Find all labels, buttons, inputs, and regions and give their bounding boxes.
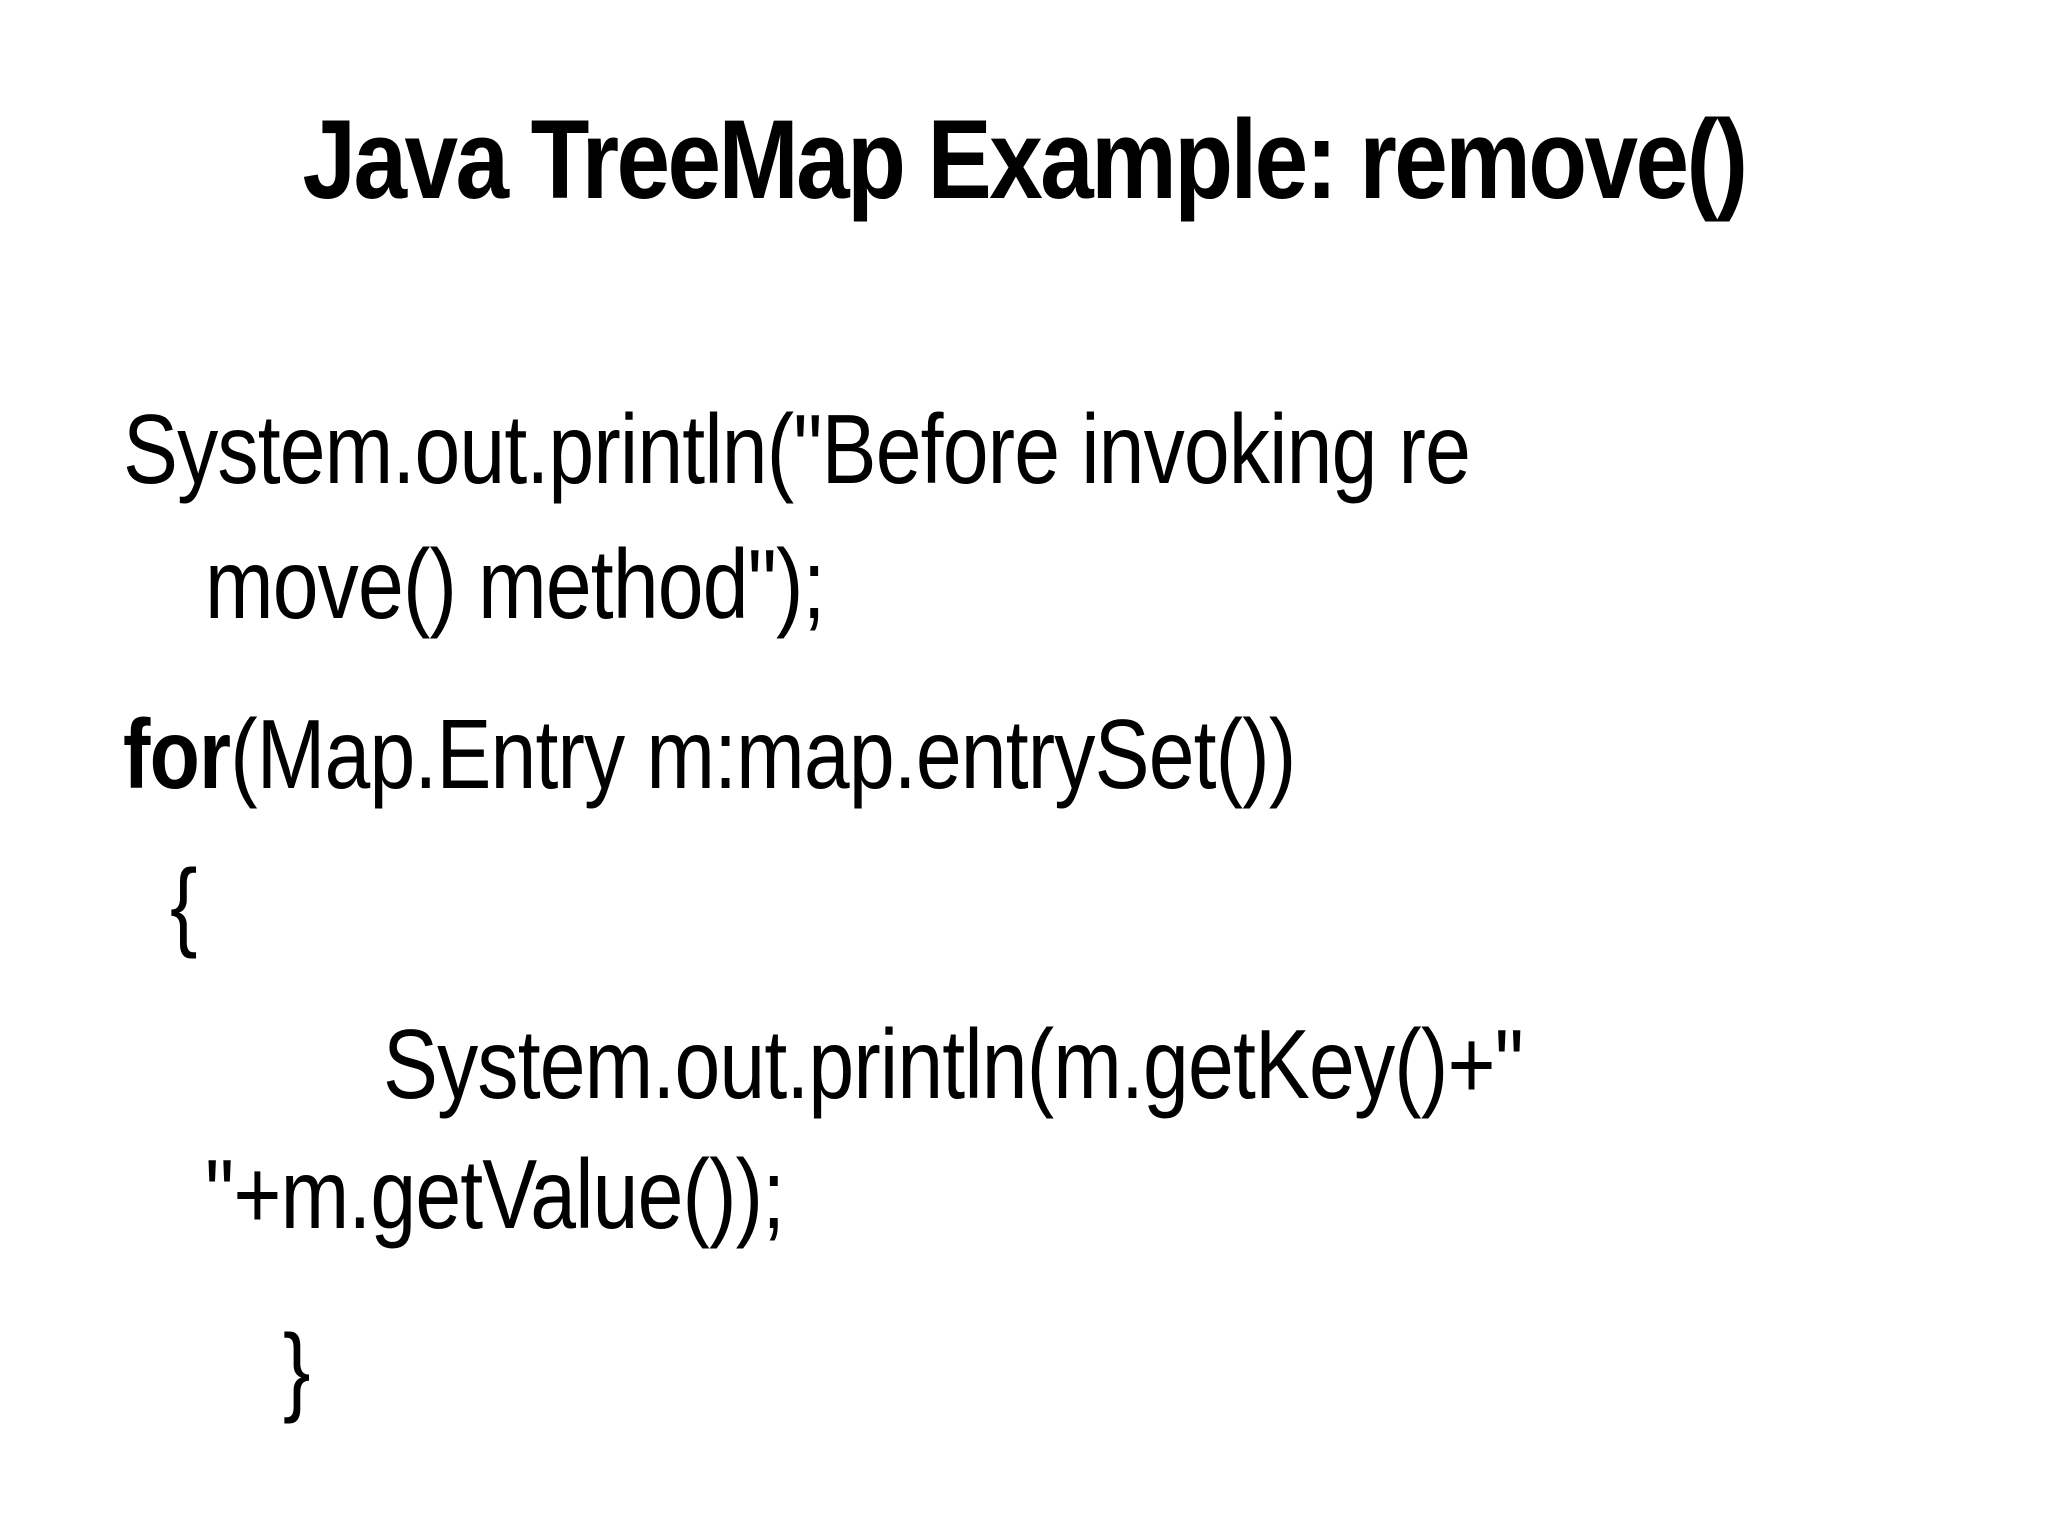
slide-title: Java TreeMap Example: remove() — [302, 97, 1748, 222]
code-line-println-before: System.out.println("Before invoking re — [123, 392, 1471, 507]
code-line-println-entry-continued: "+m.getValue()); — [205, 1137, 785, 1252]
code-line-for-loop: for(Map.Entry m:map.entrySet()) — [123, 697, 1296, 812]
code-line-println-entry: System.out.println(m.getKey()+" — [383, 1007, 1524, 1122]
code-text: System.out.println("Before invoking re — [123, 394, 1471, 504]
code-text: "+m.getValue()); — [205, 1139, 785, 1249]
code-line-open-brace: { — [170, 847, 197, 962]
code-line-close-brace: } — [283, 1312, 310, 1427]
code-text: } — [283, 1314, 310, 1424]
code-text: System.out.println(m.getKey()+" — [383, 1009, 1524, 1119]
code-text: { — [170, 849, 197, 959]
code-text: (Map.Entry m:map.entrySet()) — [230, 699, 1296, 809]
code-text: move() method"); — [205, 529, 825, 639]
for-keyword: for — [123, 699, 231, 809]
code-line-println-before-continued: move() method"); — [205, 527, 825, 642]
